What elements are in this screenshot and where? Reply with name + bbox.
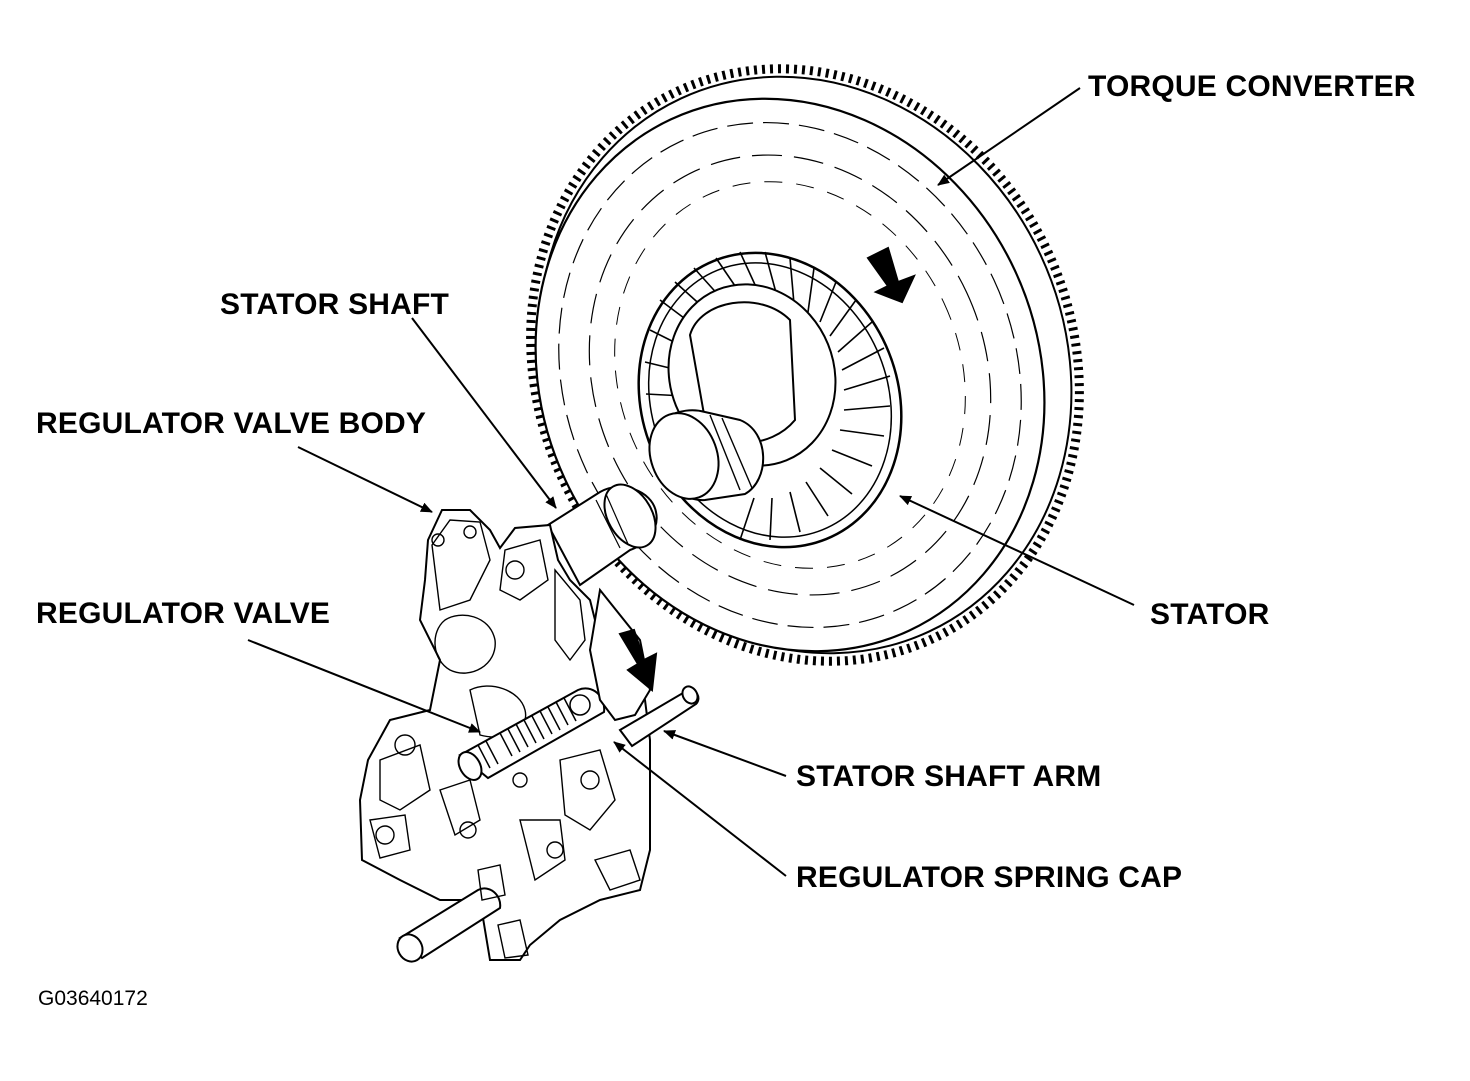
stator-blades (644, 251, 891, 541)
housing-contour-3 (614, 181, 966, 569)
shaft-stub-end (648, 412, 720, 500)
torque-converter-drawing (526, 64, 1084, 666)
leader-stator-shaft-arm (663, 730, 787, 777)
housing-contour-1 (558, 121, 1022, 629)
label-torque-converter: TORQUE CONVERTER (1088, 70, 1416, 103)
leader-regulator-spring-cap (613, 741, 787, 877)
stator-shaft-arm-drawing (588, 587, 700, 748)
leader-regulator-valve-body (297, 446, 433, 513)
regulator-valve-drawing (457, 687, 606, 781)
housing-contour-2 (588, 154, 992, 596)
leader-torque-converter (937, 87, 1081, 186)
leader-stator-shaft (411, 317, 557, 509)
leader-stator (899, 495, 1135, 606)
leader-lines (247, 87, 1135, 877)
arm-movement-arrow (618, 628, 658, 692)
label-stator-shaft-arm: STATOR SHAFT ARM (796, 760, 1102, 793)
label-regulator-valve-body: REGULATOR VALVE BODY (36, 407, 427, 440)
label-regulator-valve: REGULATOR VALVE (36, 597, 331, 630)
label-stator-shaft: STATOR SHAFT (220, 288, 450, 321)
figure-code: G03640172 (38, 987, 148, 1010)
stator-shaft-drawing (546, 483, 658, 587)
label-regulator-spring-cap: REGULATOR SPRING CAP (796, 861, 1183, 894)
leader-regulator-valve (247, 639, 481, 733)
stator-rotation-arrow (866, 246, 916, 304)
label-stator: STATOR (1150, 598, 1270, 631)
ring-gear-teeth (526, 64, 1084, 666)
